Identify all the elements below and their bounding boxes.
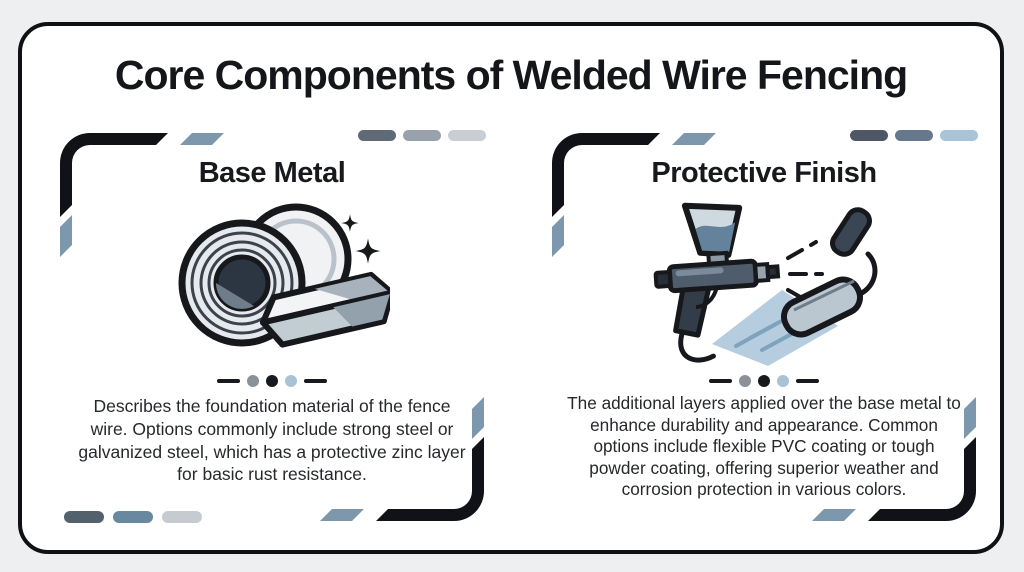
corner-bracket-icon [320,397,484,521]
dash [217,379,240,383]
pill [895,130,933,141]
card-base-metal: Base Metal [56,129,488,525]
dots-separator [56,375,488,387]
corner-bracket-icon [60,133,224,257]
accent-pills-top [358,130,486,141]
dot [285,375,297,387]
card-title: Protective Finish [651,157,877,189]
pill [940,130,978,141]
pill [403,130,441,141]
pill [113,511,153,523]
steel-coil-and-ingot-icon [56,199,488,369]
dash [304,379,327,383]
pill [162,511,202,523]
dots-separator [548,375,980,387]
page-title: Core Components of Welded Wire Fencing [114,52,908,98]
dot [777,375,789,387]
pill [64,511,104,523]
dash [796,379,819,383]
pill [850,130,888,141]
dash [709,379,732,383]
corner-bracket-icon [552,133,716,257]
dot [247,375,259,387]
card-description: Describes the foundation material of the… [78,396,466,485]
dot [739,375,751,387]
card-protective-finish: Protective Finish [548,129,980,525]
spray-gun-and-paint-roller-icon [548,199,980,369]
main-panel: Core Components of Welded Wire Fencing B… [18,22,1004,554]
accent-pills-bottom [64,511,202,523]
card-description: The additional layers applied over the b… [567,393,961,499]
dot [266,375,278,387]
pill [448,130,486,141]
card-title: Base Metal [198,157,346,189]
accent-pills-top [850,130,978,141]
corner-bracket-icon [812,397,976,521]
pill [358,130,396,141]
dot [758,375,770,387]
